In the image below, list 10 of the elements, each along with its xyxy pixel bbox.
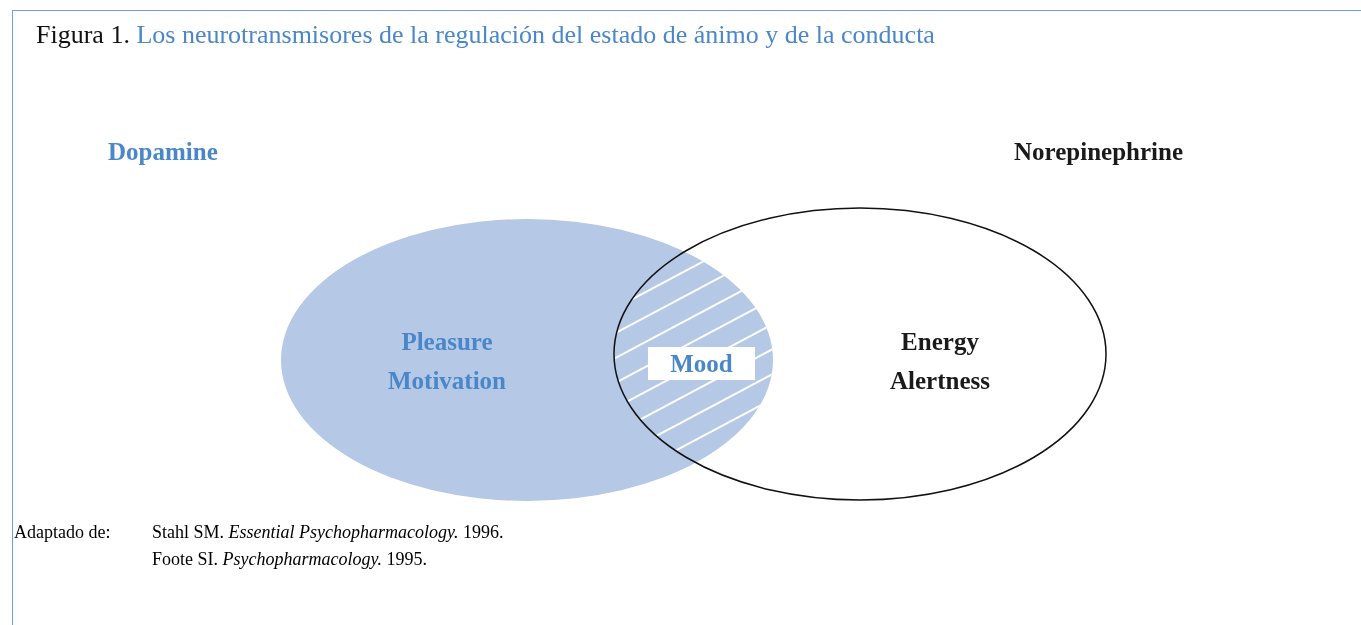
set-heading: Dopamine bbox=[108, 138, 218, 166]
figure-title: Los neurotransmisores de la regulación del estado de ánimo y de la conducta bbox=[136, 20, 935, 49]
reference-text: Stahl SM. Essential Psychopharmacology. 1996. bbox=[152, 522, 504, 543]
overlap-label: Mood bbox=[648, 347, 755, 380]
reference-text: Foote SI. Psychopharmacology. 1995. bbox=[152, 549, 427, 570]
set-heading: Norepinephrine bbox=[1014, 138, 1183, 166]
citation-label: Adaptado de: bbox=[14, 522, 111, 543]
set-description: Pleasure Motivation bbox=[386, 327, 507, 396]
set-description: Energy Alertness bbox=[889, 327, 991, 396]
figure-number: Figura 1. bbox=[36, 20, 130, 49]
